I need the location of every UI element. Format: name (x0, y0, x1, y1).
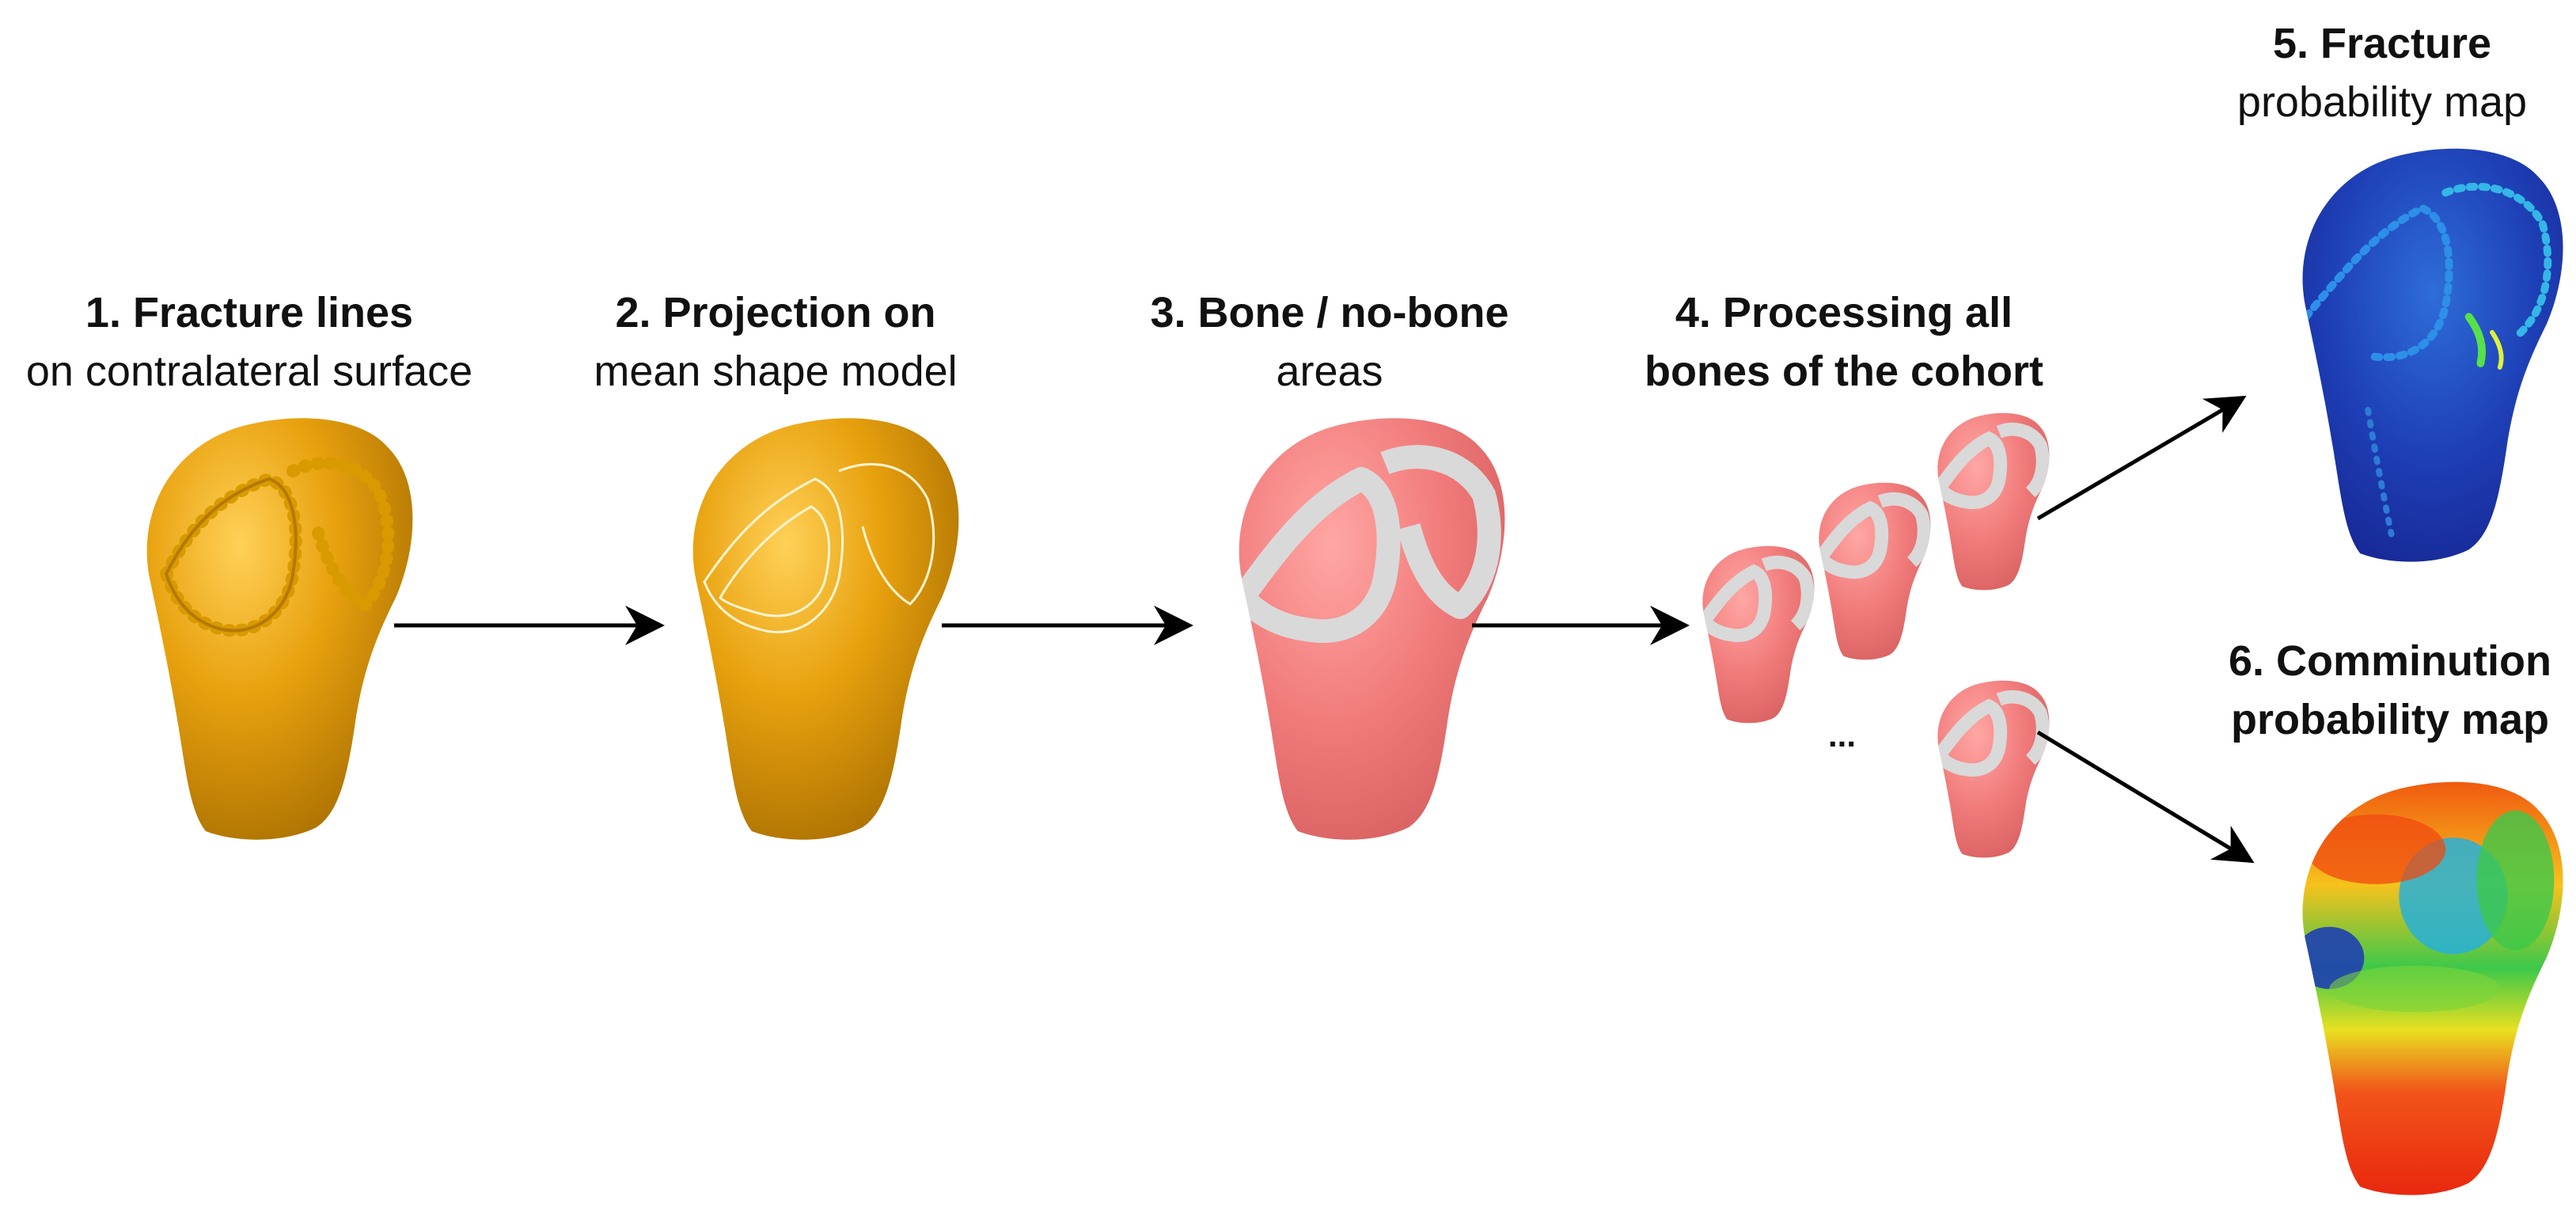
comminution-probability-map (2302, 781, 2563, 1195)
step-1-label: 1. Fracture lines on contralateral surfa… (12, 291, 487, 393)
fracture-probability-map (2302, 148, 2563, 562)
step-3-title: 3. Bone / no-bone (1150, 289, 1509, 336)
arrow-down-right-icon (2036, 730, 2255, 864)
step-1-title: 1. Fracture lines (85, 289, 414, 336)
step-6-title: 6. Comminution (2229, 637, 2551, 685)
step-2-label: 2. Projection on mean shape model (586, 291, 966, 393)
bone-model-step2 (692, 418, 959, 840)
cohort-bone-1 (1702, 545, 1815, 724)
step-6-label: 6. Comminution probability map (2216, 640, 2564, 741)
arrow-up-right-icon (2036, 395, 2247, 521)
step-3-label: 3. Bone / no-bone areas (1140, 291, 1519, 393)
cohort-ellipsis: ... (1828, 716, 1857, 754)
step-4-subtitle: bones of the cohort (1645, 348, 2043, 395)
cohort-bone-4 (1937, 680, 2050, 858)
step-4-label: 4. Processing all bones of the cohort (1638, 291, 2050, 393)
step-5-label: 5. Fracture probability map (2216, 22, 2548, 123)
step-2-title: 2. Projection on (615, 289, 936, 336)
step-6-subtitle: probability map (2230, 696, 2550, 743)
step-5-title: 5. Fracture (2272, 20, 2492, 67)
step-2-subtitle: mean shape model (594, 348, 958, 395)
step-4-title: 4. Processing all (1675, 289, 2013, 336)
bone-model-step3 (1239, 418, 1505, 840)
step-3-subtitle: areas (1276, 348, 1383, 395)
cohort-bones (1702, 412, 2050, 858)
step-1-subtitle: on contralateral surface (25, 348, 473, 395)
flow-arrows (394, 395, 2255, 864)
cohort-bone-2 (1819, 482, 1931, 660)
step-5-subtitle: probability map (2236, 78, 2528, 126)
bone-model-step1 (146, 418, 413, 840)
cohort-bone-3 (1937, 412, 2050, 591)
